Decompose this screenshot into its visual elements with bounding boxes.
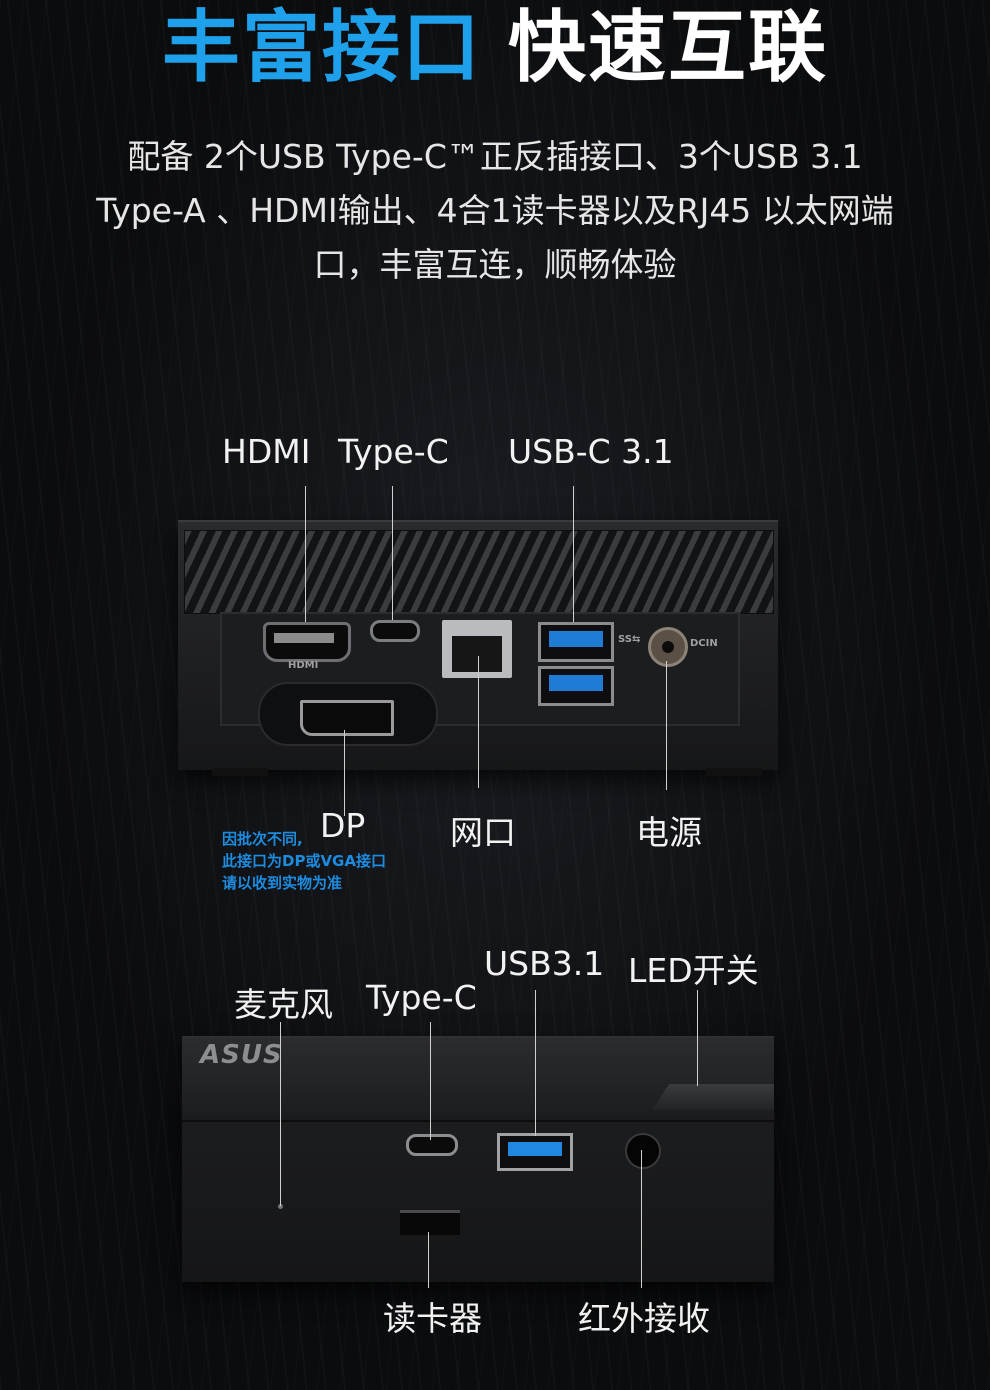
note-line-1: 因批次不同, [222,830,303,848]
pointer-line-front-typec [430,1022,431,1140]
ir-receiver [625,1133,661,1169]
mic-hole [278,1204,283,1209]
label-usbc31: USB-C 3.1 [508,432,674,471]
note-line-3: 请以收到实物为准 [222,874,343,892]
pointer-line-led-switch [697,990,698,1086]
pointer-line-hdmi [305,486,306,622]
label-ir: 红外接收 [578,1299,710,1338]
dp-port [300,700,394,736]
usb-ss-mark: SS⇆ [618,634,641,645]
pointer-line-power [666,661,667,790]
note-line-2: 此接口为DP或VGA接口 [222,852,386,870]
front-usb-port [497,1133,573,1171]
front-typec-port [406,1134,458,1156]
pointer-line-back-typec [392,486,393,620]
pointer-line-ir [641,1150,642,1288]
label-power: 电源 [636,813,702,852]
card-reader-slot [400,1210,460,1235]
pointer-line-card-reader [428,1232,429,1288]
pointer-line-front-usb31 [535,990,536,1136]
hdmi-port-mark: HDMI [288,660,319,671]
dc-power-port [648,627,688,667]
asus-logo: ASUS [200,1040,283,1070]
intro-line-3: 口，丰富互连，顺畅体验 [313,245,677,284]
device-front-panel [182,1036,774,1282]
intro-line-2: Type-A 、HDMI输出、4合1读卡器以及RJ45 以太网端 [96,191,894,230]
pointer-line-usbc31 [573,486,574,622]
dcin-mark: DCIN [690,638,718,649]
rj45-port [442,620,512,678]
foot-left [212,768,268,776]
back-usb-port-1 [538,622,614,662]
pointer-line-lan [478,656,479,788]
label-hdmi: HDMI [222,432,311,471]
headline-white: 快速互联 [508,3,829,93]
page-headline: 丰富接口快速互联 [0,0,990,100]
intro-line-1: 配备 2个USB Type-C™正反插接口、3个USB 3.1 [127,137,863,176]
label-dp: DP [320,806,366,845]
label-mic: 麦克风 [234,985,333,1024]
hdmi-port [263,622,351,662]
back-usb-port-2 [538,666,614,706]
foot-right [706,768,762,776]
headline-blue: 丰富接口 [161,3,482,93]
back-typec-port [370,620,420,642]
label-front-typec: Type-C [366,978,477,1017]
label-back-typec: Type-C [338,432,449,471]
label-front-usb31: USB3.1 [484,944,605,983]
led-power-button [652,1084,774,1110]
label-led-switch: LED开关 [628,951,759,990]
label-card-reader: 读卡器 [383,1299,482,1338]
vent-grille [184,530,774,614]
pointer-line-dp [344,730,345,816]
intro-paragraph: 配备 2个USB Type-C™正反插接口、3个USB 3.1 Type-A 、… [50,130,940,292]
pointer-line-mic [280,1022,281,1206]
dp-vga-note: 因批次不同, 此接口为DP或VGA接口 请以收到实物为准 [222,828,386,894]
label-lan: 网口 [450,813,516,852]
